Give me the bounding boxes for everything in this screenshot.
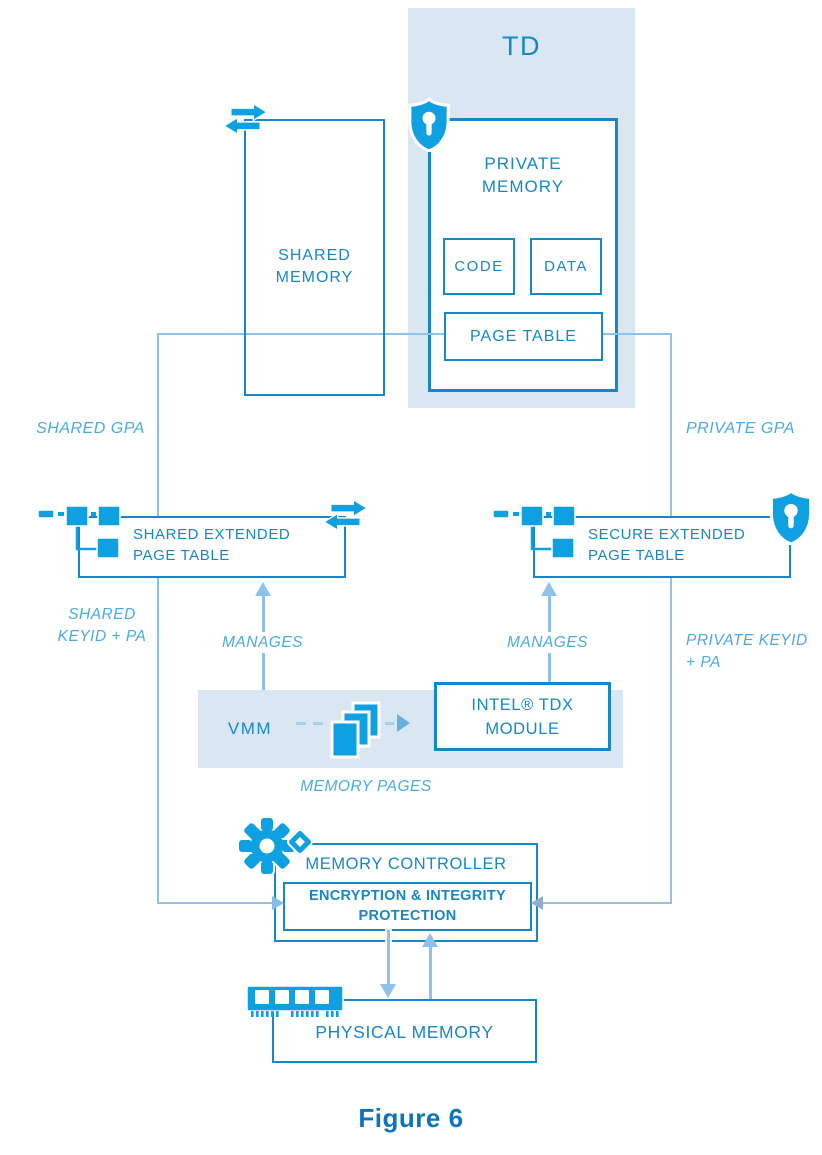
page-table-tree-icon: [492, 505, 576, 559]
ram-stick-icon: [246, 985, 344, 1017]
private-memory-label: PRIVATE MEMORY: [481, 154, 565, 197]
vmm-dash-1: [296, 722, 306, 725]
encryption-box: [283, 882, 532, 931]
shared-memory-box: [244, 119, 385, 396]
vmm-label: VMM: [227, 719, 273, 738]
exchange-arrows-icon: [322, 498, 369, 532]
phys-to-enc-arrowhead: [422, 933, 438, 947]
page-table-label: PAGE TABLE: [470, 328, 577, 345]
code-box: [443, 238, 515, 295]
figure-caption: Figure 6: [358, 1103, 464, 1133]
vmm-arrowhead: [397, 714, 410, 732]
shared-gpa-vertical-line: [157, 333, 159, 904]
enc-right-arrowhead: [531, 896, 543, 910]
gpa-horizontal-line: [157, 333, 672, 335]
page-table-box: [444, 312, 603, 361]
encryption-label: ENCRYPTION & INTEGRITY PROTECTION: [309, 888, 506, 924]
shared-memory-label: SHARED MEMORY: [275, 247, 354, 287]
secure-ept-label: SECURE EXTENDED PAGE TABLE: [588, 526, 746, 564]
private-keyid-to-enc-line: [542, 902, 672, 904]
private-gpa-label: PRIVATE GPA: [686, 420, 795, 437]
shield-lock-icon: [408, 98, 450, 152]
manages-left-arrowhead: [255, 582, 271, 596]
memory-controller-label: MEMORY CONTROLLER: [305, 855, 507, 873]
manages-right-label: MANAGES: [503, 632, 593, 654]
vmm-dash-3: [385, 722, 394, 725]
tdx-module-label: INTEL® TDX MODULE: [471, 696, 574, 738]
enc-to-phys-arrowhead: [380, 984, 396, 998]
vmm-dash-2: [313, 722, 323, 725]
exchange-arrows-icon: [222, 102, 269, 136]
physical-memory-label: PHYSICAL MEMORY: [315, 1022, 494, 1042]
manages-left-label: MANAGES: [218, 632, 308, 654]
phys-to-enc-line: [429, 946, 432, 999]
shared-ept-label: SHARED EXTENDED PAGE TABLE: [133, 526, 291, 564]
shared-ept-box: [78, 516, 346, 578]
code-label: CODE: [454, 258, 504, 275]
private-keyid-label: PRIVATE KEYID + PA: [686, 632, 808, 672]
memory-pages-label: MEMORY PAGES: [300, 778, 432, 795]
enc-to-phys-line: [387, 930, 390, 986]
gear-icon: [237, 816, 313, 876]
td-title: TD: [502, 31, 541, 61]
secure-ept-box: [533, 516, 791, 578]
enc-left-arrowhead: [272, 896, 284, 910]
data-box: [530, 238, 602, 295]
shared-keyid-label: SHARED KEYID + PA: [57, 606, 147, 646]
manages-right-arrowhead: [541, 582, 557, 596]
page-table-tree-icon: [37, 505, 121, 559]
shield-lock-icon: [769, 490, 813, 545]
private-gpa-vertical-line: [670, 333, 672, 904]
memory-pages-icon: [330, 701, 381, 759]
tdx-module-box: [434, 682, 611, 751]
shared-gpa-label: SHARED GPA: [36, 420, 145, 437]
data-label: DATA: [544, 258, 588, 275]
shared-keyid-to-enc-line: [157, 902, 274, 904]
